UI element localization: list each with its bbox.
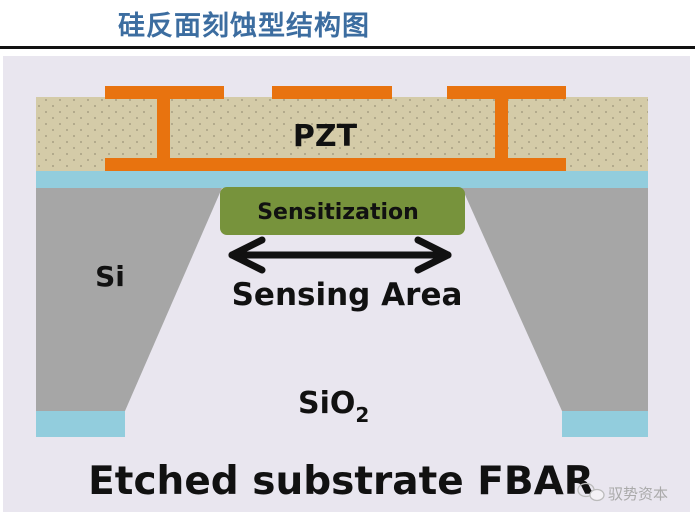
bottom-electrode xyxy=(105,158,566,172)
sio2-subscript: 2 xyxy=(355,403,369,427)
buffer-layer xyxy=(36,171,648,188)
sensing-area-label: Sensing Area xyxy=(232,277,463,313)
electrode-pad-center xyxy=(272,86,392,99)
sensing-area-arrow xyxy=(228,236,452,274)
diagram-caption: Etched substrate FBAR xyxy=(88,459,594,504)
watermark-text: 驭势资本 xyxy=(608,485,668,503)
sensitization-label: Sensitization xyxy=(257,200,419,225)
electrodes xyxy=(105,86,566,172)
si-label: Si xyxy=(95,260,125,293)
pzt-label: PZT xyxy=(293,119,358,154)
electrode-pad-right xyxy=(447,86,566,99)
silicon-right xyxy=(462,188,648,411)
sensitization-layer xyxy=(220,187,465,235)
electrode-via-left xyxy=(157,97,170,161)
oxide-foot-left xyxy=(36,411,125,437)
sio2-label: SiO2 xyxy=(298,386,369,427)
sio2-text: SiO xyxy=(298,386,355,421)
oxide-foot-right xyxy=(562,411,648,437)
page-title: 硅反面刻蚀型结构图 xyxy=(118,11,370,42)
title-divider xyxy=(0,46,695,49)
wechat-icon xyxy=(577,482,605,502)
silicon-left xyxy=(36,188,222,411)
electrode-via-right xyxy=(495,97,508,161)
electrode-pad-left xyxy=(105,86,224,99)
